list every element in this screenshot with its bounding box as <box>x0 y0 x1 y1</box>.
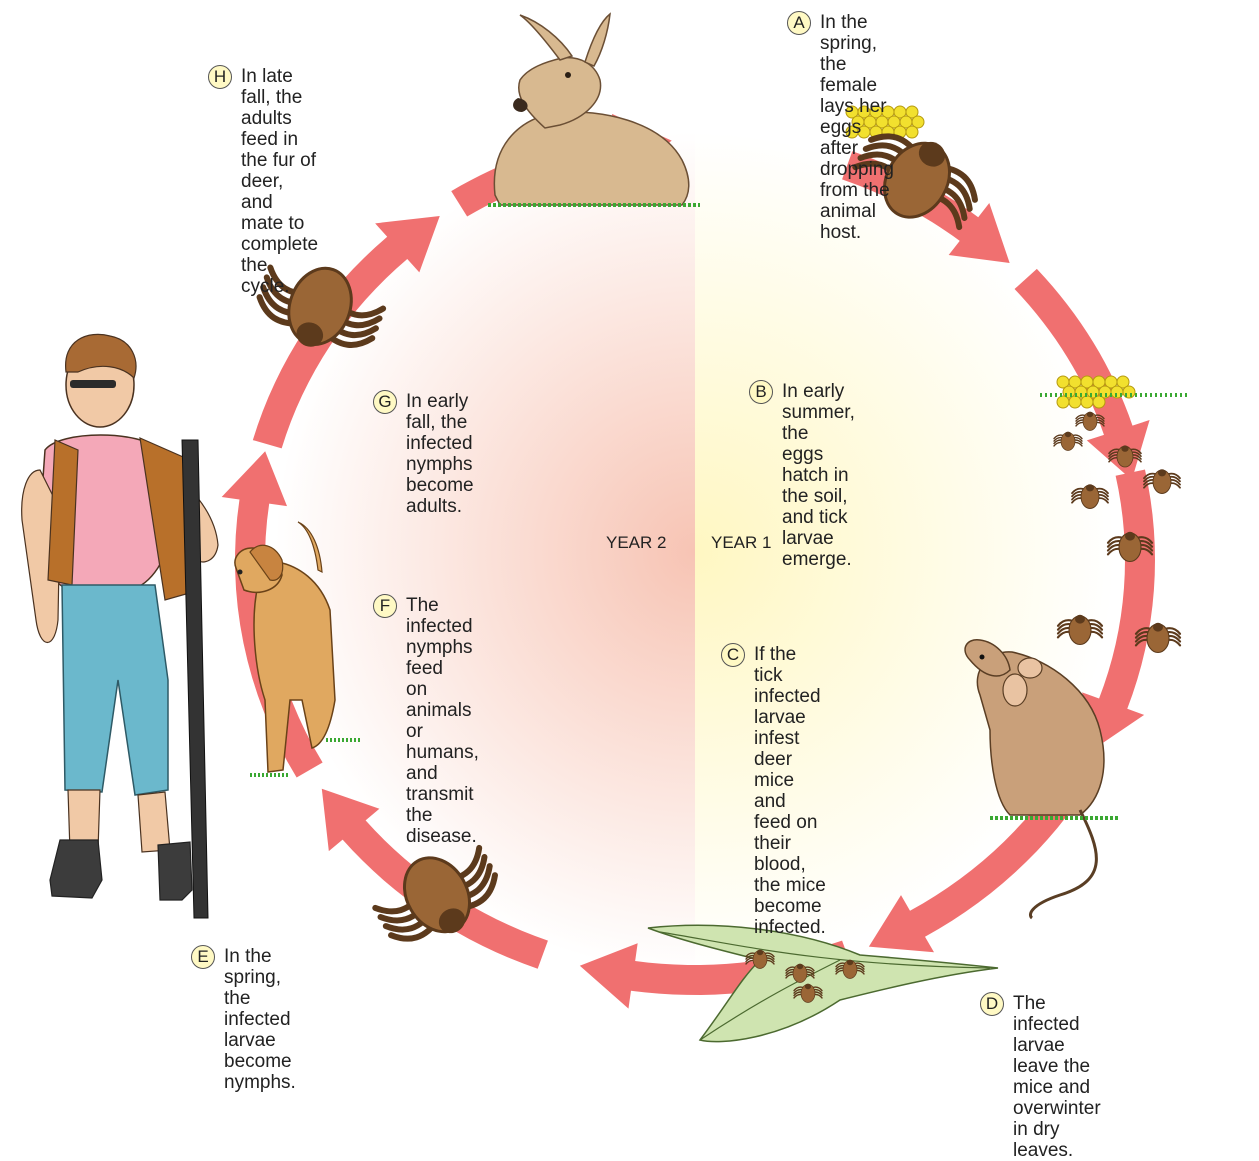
year2-label: YEAR 2 <box>606 533 666 553</box>
step-h-badge: H <box>208 65 232 89</box>
step-a-badge: A <box>787 11 811 35</box>
hiker-illustration <box>22 334 218 918</box>
step-b-badge: B <box>749 380 773 404</box>
deer-illustration <box>488 14 700 205</box>
tick-icon <box>1144 469 1180 493</box>
step-c-text: If the tick infected larvae infest deer … <box>754 644 826 938</box>
step-h-text: In late fall, the adults feed in the fur… <box>241 66 318 297</box>
step-d-badge: D <box>980 992 1004 1016</box>
step-c-badge: C <box>721 643 745 667</box>
year1-label: YEAR 1 <box>711 533 771 553</box>
step-b-text: In early summer, the eggs hatch in the s… <box>782 381 855 570</box>
step-f-text: The infected nymphs feed on animals or h… <box>406 595 479 847</box>
step-e-badge: E <box>191 945 215 969</box>
step-g-text: In early fall, the infected nymphs becom… <box>406 391 474 517</box>
step-g-badge: G <box>373 390 397 414</box>
step-f-badge: F <box>373 594 397 618</box>
step-a-text: In the spring, the female lays her eggs … <box>820 12 894 243</box>
step-e-text: In the spring, the infected larvae becom… <box>224 946 296 1093</box>
lifecycle-diagram <box>0 0 1259 1063</box>
step-d-text: The infected larvae leave the mice and o… <box>1013 993 1101 1161</box>
